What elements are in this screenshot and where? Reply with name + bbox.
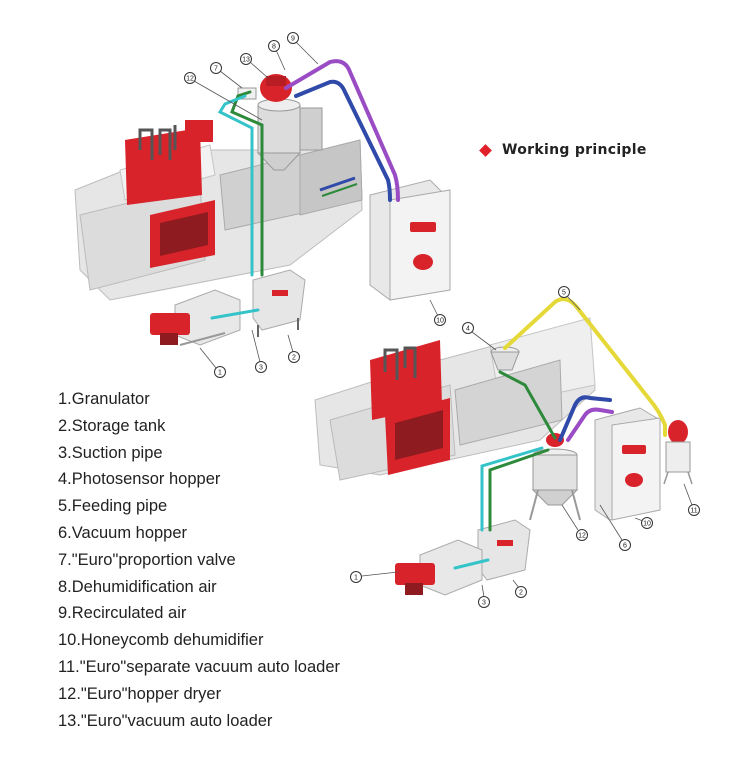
svg-text:4: 4 (466, 326, 470, 333)
callout-bottom-11: 11 (683, 483, 700, 516)
top-hopper-dryer (256, 98, 323, 171)
top-dehumidifier (369, 179, 451, 301)
bottom-hopper-dryer (529, 433, 581, 521)
top-storage-tank (252, 269, 306, 337)
parts-list-item: 1.Granulator (58, 390, 150, 408)
bottom-dehumidifier (594, 407, 661, 521)
svg-text:6: 6 (623, 543, 627, 550)
parts-list-item: 9.Recirculated air (58, 604, 187, 623)
parts-list-item: 11."Euro"separate vacuum auto loader (58, 657, 340, 676)
callout-top-9: 9 (287, 32, 319, 65)
top-vacuum-loader (260, 74, 292, 102)
diamond-marker-icon (479, 143, 492, 157)
callout-top-2: 2 (287, 334, 300, 363)
top-system: 13 8 9 7 12 10 2 3 1 (74, 32, 451, 378)
svg-text:8: 8 (272, 44, 276, 51)
top-granulator (150, 289, 241, 346)
svg-text:3: 3 (482, 600, 486, 607)
parts-list-item: 7."Euro"proportion valve (58, 550, 236, 569)
bottom-injection-machine (314, 317, 596, 481)
bottom-granulator (395, 539, 483, 596)
svg-text:10: 10 (643, 521, 651, 528)
svg-text:7: 7 (214, 66, 218, 73)
callout-bottom-3: 3 (478, 584, 490, 608)
bottom-pipes (453, 297, 667, 570)
callout-bottom-1: 1 (350, 571, 399, 583)
parts-list-item: 2.Storage tank (58, 416, 166, 435)
bottom-system: 5 4 11 10 12 6 2 3 1 (314, 286, 700, 608)
callout-bottom-10: 10 (634, 517, 653, 529)
svg-text:3: 3 (259, 365, 263, 372)
parts-list-item: 8.Dehumidification air (58, 577, 217, 596)
parts-list-item: 4.Photosensor hopper (58, 470, 221, 489)
parts-list-item: 13."Euro"vacuum auto loader (58, 711, 273, 730)
bottom-callouts: 5 4 11 10 12 6 2 3 1 (350, 286, 700, 608)
parts-list: 1.Granulator 2.Storage tank 3.Suction pi… (58, 386, 340, 734)
callout-bottom-2: 2 (512, 579, 527, 598)
top-injection-machine (74, 120, 363, 301)
callout-bottom-12: 12 (561, 504, 588, 541)
top-callouts: 13 8 9 7 12 10 2 3 1 (184, 32, 446, 378)
callout-bottom-4: 4 (462, 322, 497, 351)
bottom-photosensor-hopper (490, 346, 520, 371)
parts-list-item: 12."Euro"hopper dryer (58, 684, 222, 703)
callout-bottom-5: 5 (558, 286, 581, 311)
svg-text:1: 1 (354, 575, 358, 582)
parts-list-item: 5.Feeding pipe (58, 497, 168, 516)
callout-top-10: 10 (429, 299, 446, 326)
svg-text:5: 5 (562, 290, 566, 297)
callout-top-13: 13 (240, 53, 269, 79)
callout-top-1: 1 (199, 347, 226, 378)
top-pipes (210, 59, 400, 320)
svg-text:12: 12 (578, 533, 586, 540)
callout-top-3: 3 (251, 329, 267, 373)
callout-top-7: 7 (210, 62, 243, 89)
callout-bottom-6: 6 (599, 504, 631, 551)
svg-text:2: 2 (292, 355, 296, 362)
parts-list-item: 3.Suction pipe (58, 443, 163, 462)
legend-title: Working principle (479, 142, 647, 158)
legend-title-text: Working principle (502, 142, 647, 158)
svg-text:1: 1 (218, 370, 222, 377)
parts-list-item: 6.Vacuum hopper (58, 523, 188, 542)
svg-text:11: 11 (690, 508, 697, 515)
bottom-separate-loader (663, 420, 693, 485)
callout-top-8: 8 (268, 40, 286, 71)
svg-text:2: 2 (519, 590, 523, 597)
callout-top-12: 12 (184, 72, 263, 121)
svg-text:13: 13 (242, 57, 250, 64)
bottom-storage-tank (477, 519, 531, 581)
svg-text:12: 12 (186, 76, 194, 83)
parts-list-item: 10.Honeycomb dehumidifier (58, 631, 264, 650)
svg-text:9: 9 (291, 36, 295, 43)
svg-text:10: 10 (436, 318, 444, 325)
